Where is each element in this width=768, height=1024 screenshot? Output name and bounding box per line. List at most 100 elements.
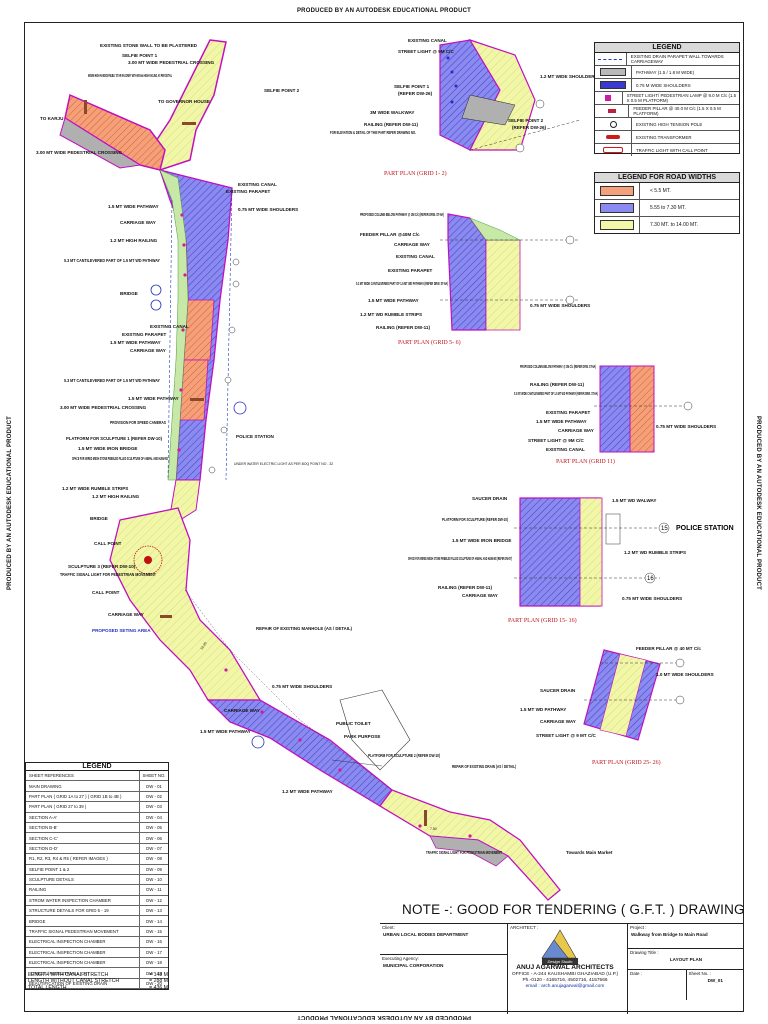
- legend-swatch: [595, 92, 623, 104]
- svg-text:SELFIE POINT 2: SELFIE POINT 2: [264, 88, 300, 93]
- sheet-table-title: LEGEND: [26, 763, 168, 771]
- svg-text:1.2 MT WD RUMBLE STRIPS: 1.2 MT WD RUMBLE STRIPS: [624, 550, 686, 555]
- svg-text:RAILING (REFER DW-11): RAILING (REFER DW-11): [364, 122, 418, 127]
- svg-text:0.75 MT WIDE SHOULDERS: 0.75 MT WIDE SHOULDERS: [272, 684, 332, 689]
- svg-text:CARRIAGE WAY: CARRIAGE WAY: [462, 593, 498, 598]
- sheet-ref: SCULPTURE DETAILS: [26, 874, 140, 885]
- length-label: TOTAL LENGTH: [28, 984, 67, 991]
- svg-text:REPAIR OF EXISTING DRAIN (AS /: REPAIR OF EXISTING DRAIN (AS / DETAIL): [452, 764, 516, 769]
- svg-text:EXISTING CANAL: EXISTING CANAL: [408, 38, 447, 43]
- road-width-legend: LEGEND FOR ROAD WIDTHS < 5.5 MT.5.55 to …: [594, 172, 740, 234]
- table-row: PART PLAN ( GRID 1A to 27 ) ( GRID 1B to…: [26, 791, 168, 803]
- svg-text:1.5 MT WIDE PATHWAY: 1.5 MT WIDE PATHWAY: [108, 204, 159, 209]
- table-row: SECTION C-C'DW - 06: [26, 833, 168, 844]
- legend-label: FEEDER PILLAR @ 40.0 M C/c (1.5 X 0.5 M …: [633, 106, 721, 116]
- table-row: R1, R2, R3, R4 & R5 ( REFER IMAGES )DW -…: [26, 854, 168, 865]
- svg-text:FOR ELEVATION & DETAIL OF THIS: FOR ELEVATION & DETAIL OF THIS PART REFE…: [330, 130, 416, 135]
- svg-text:EXISTING STONE WALL TO BE PLAS: EXISTING STONE WALL TO BE PLASTERED: [100, 43, 198, 48]
- legend-label: PATHWAY (1.5 / 1.8 M WIDE): [636, 69, 695, 75]
- svg-text:3.00 MT WIDE PEDESTRIAL CROSSI: 3.00 MT WIDE PEDESTRIAL CROSSING: [36, 150, 123, 155]
- svg-text:STREET LIGHT @ 9M C/C: STREET LIGHT @ 9M C/C: [528, 438, 584, 443]
- svg-text:1.5 MT WIDE PATHWAY: 1.5 MT WIDE PATHWAY: [536, 419, 587, 424]
- road-width-label: < 5.5 MT.: [650, 188, 671, 194]
- svg-text:1.2 MT WD RUMBLE STRIPS: 1.2 MT WD RUMBLE STRIPS: [360, 312, 422, 317]
- length-label: LENGTH WITHOUT CANAL STRETCH: [28, 978, 120, 985]
- sheet-ref: BRIDGE: [26, 916, 140, 926]
- road-width-swatch: [595, 217, 640, 233]
- sheet-ref: SECTION A-A': [26, 812, 140, 822]
- svg-text:1.5 MT WD PATHWAY: 1.5 MT WD PATHWAY: [520, 707, 566, 712]
- sheet-ref: RAILING: [26, 885, 140, 895]
- svg-text:PART PLAN (GRID 25- 26): PART PLAN (GRID 25- 26): [592, 759, 661, 766]
- svg-text:EXISTING CANAL: EXISTING CANAL: [546, 447, 585, 452]
- sheet-no: DW - 02: [146, 793, 162, 799]
- svg-text:RAILING (REFER DW-11): RAILING (REFER DW-11): [530, 382, 584, 387]
- sheet-ref: ELECTRICAL INSPECTION CHAMBER: [26, 947, 140, 958]
- svg-text:CARRIAGE WAY: CARRIAGE WAY: [394, 242, 430, 247]
- road-width-item: 7.30 MT. to 14.00 MT.: [595, 217, 739, 233]
- sheet-ref: PART PLAN ( GRID 1A to 27 ) ( GRID 1B to…: [26, 791, 140, 802]
- title-block: Client: URBAN LOCAL BODIES DEPARTMENT Ex…: [380, 923, 744, 1014]
- legend-item: PATHWAY (1.5 / 1.8 M WIDE): [595, 66, 739, 79]
- sheet-ref: TRAFFIC SIGNAL PEDESTRIAN MOVEMENT: [26, 926, 140, 937]
- svg-text:PART PLAN (GRID 5- 6): PART PLAN (GRID 5- 6): [398, 339, 461, 346]
- architect-cell: ARCHITECT :: [508, 924, 628, 1014]
- svg-text:EXISTING PARAPET: EXISTING PARAPET: [388, 268, 433, 273]
- main-annotations: EXISTING STONE WALL TO BE PLASTERED SELF…: [36, 43, 613, 855]
- table-row: SECTION A-A'DW - 04: [26, 812, 168, 823]
- svg-text:3.00 MT WIDE PEDESTRIAL CROSSI: 3.00 MT WIDE PEDESTRIAL CROSSING: [128, 60, 215, 65]
- svg-text:RAILING (REFER DW-11): RAILING (REFER DW-11): [376, 325, 430, 330]
- svg-text:UNDER WATER ELECTRIC LIGHT AS: UNDER WATER ELECTRIC LIGHT AS PER BOQ PO…: [234, 462, 333, 466]
- svg-text:CARRIAGE WAY: CARRIAGE WAY: [224, 708, 260, 713]
- svg-text:EXISTING PARAPET: EXISTING PARAPET: [226, 189, 271, 194]
- svg-text:SCULPTURE 3 (REFER DW-10): SCULPTURE 3 (REFER DW-10): [68, 564, 136, 569]
- sheet-ref: SECTION D-D': [26, 843, 140, 854]
- sheet-no: DW - 18: [146, 960, 162, 966]
- svg-text:SELFIE POINT 2: SELFIE POINT 2: [508, 118, 544, 123]
- svg-text:1.5 MT WIDE PATHWAY: 1.5 MT WIDE PATHWAY: [368, 298, 419, 303]
- gft-note: NOTE -: GOOD FOR TENDERING ( G.F.T. ) DR…: [402, 902, 745, 917]
- legend-swatch: [595, 118, 632, 130]
- svg-text:1.5 MT WIDE PATHWAY: 1.5 MT WIDE PATHWAY: [110, 340, 161, 345]
- part-plan-4: 15 16 SAUCER DRAIN 1.5 MT WD WALWAY PLAT…: [408, 496, 734, 624]
- sheet-no: DW - 19: [146, 970, 162, 976]
- length-value: = 288 M: [149, 978, 168, 985]
- svg-text:PROPOSED COLUMN BELOW PATHWAY: PROPOSED COLUMN BELOW PATHWAY @ 3M C/c (…: [520, 364, 596, 369]
- svg-text:(REFER DW-26): (REFER DW-26): [512, 125, 547, 130]
- svg-text:7.50: 7.50: [430, 827, 437, 831]
- legend-label: TRAFFIC LIGHT WITH CALL POINT: [636, 147, 708, 153]
- svg-text:EXISTING CANAL: EXISTING CANAL: [150, 324, 189, 329]
- banner-top: PRODUCED BY AN AUTODESK EDUCATIONAL PROD…: [296, 8, 472, 14]
- svg-text:PROPOSED SETING AREA: PROPOSED SETING AREA: [92, 628, 151, 633]
- svg-text:CARRIAGE WAY: CARRIAGE WAY: [540, 719, 576, 724]
- sheet-ref: SELFIE POINT 1 & 2: [26, 864, 140, 874]
- sheet-no: DW - 12: [146, 897, 162, 903]
- sheet-ref: STRUCTURE DETAILS FOR GRID 5 - 19: [26, 906, 140, 916]
- svg-text:REPAIR OF EXISTING MANHOLE (AS: REPAIR OF EXISTING MANHOLE (AS / DETAIL): [256, 626, 352, 631]
- svg-text:PLATFORM FOR SCULPTURE 1 (REFE: PLATFORM FOR SCULPTURE 1 (REFER DW-10): [66, 436, 162, 441]
- svg-text:PROVISION FOR SPEED CAMERAS: PROVISION FOR SPEED CAMERAS: [110, 420, 166, 425]
- legend-swatch: [595, 105, 630, 117]
- svg-text:15: 15: [661, 526, 668, 532]
- svg-text:1.0 MT WIDE SHOULDERS: 1.0 MT WIDE SHOULDERS: [656, 672, 714, 677]
- svg-text:(REFER DW-26): (REFER DW-26): [398, 91, 433, 96]
- length-label: LENGTH WITH CANAL STRETCH: [28, 972, 109, 978]
- sheet-ref: SECTION C-C': [26, 833, 140, 843]
- svg-text:SPACE FOR WIRED MESH STONE PEB: SPACE FOR WIRED MESH STONE PEBBLED FILLE…: [72, 456, 168, 461]
- length-line: LENGTH WITHOUT CANAL STRETCH = 288 M: [28, 978, 168, 984]
- svg-text:TO GOVERNOR HOUSE: TO GOVERNOR HOUSE: [158, 99, 210, 104]
- architect-name: ANUJ AGARWAL ARCHITECTS: [516, 964, 614, 971]
- main-road-layout: 10.20 7.50: [59, 39, 561, 901]
- sheet-ref: ELECTRICAL INSPECTION CHAMBER: [26, 937, 140, 947]
- sheet-no: DW - 07: [146, 845, 162, 851]
- svg-text:1.2 MT WIDE SHOULDERS: 1.2 MT WIDE SHOULDERS: [540, 74, 598, 79]
